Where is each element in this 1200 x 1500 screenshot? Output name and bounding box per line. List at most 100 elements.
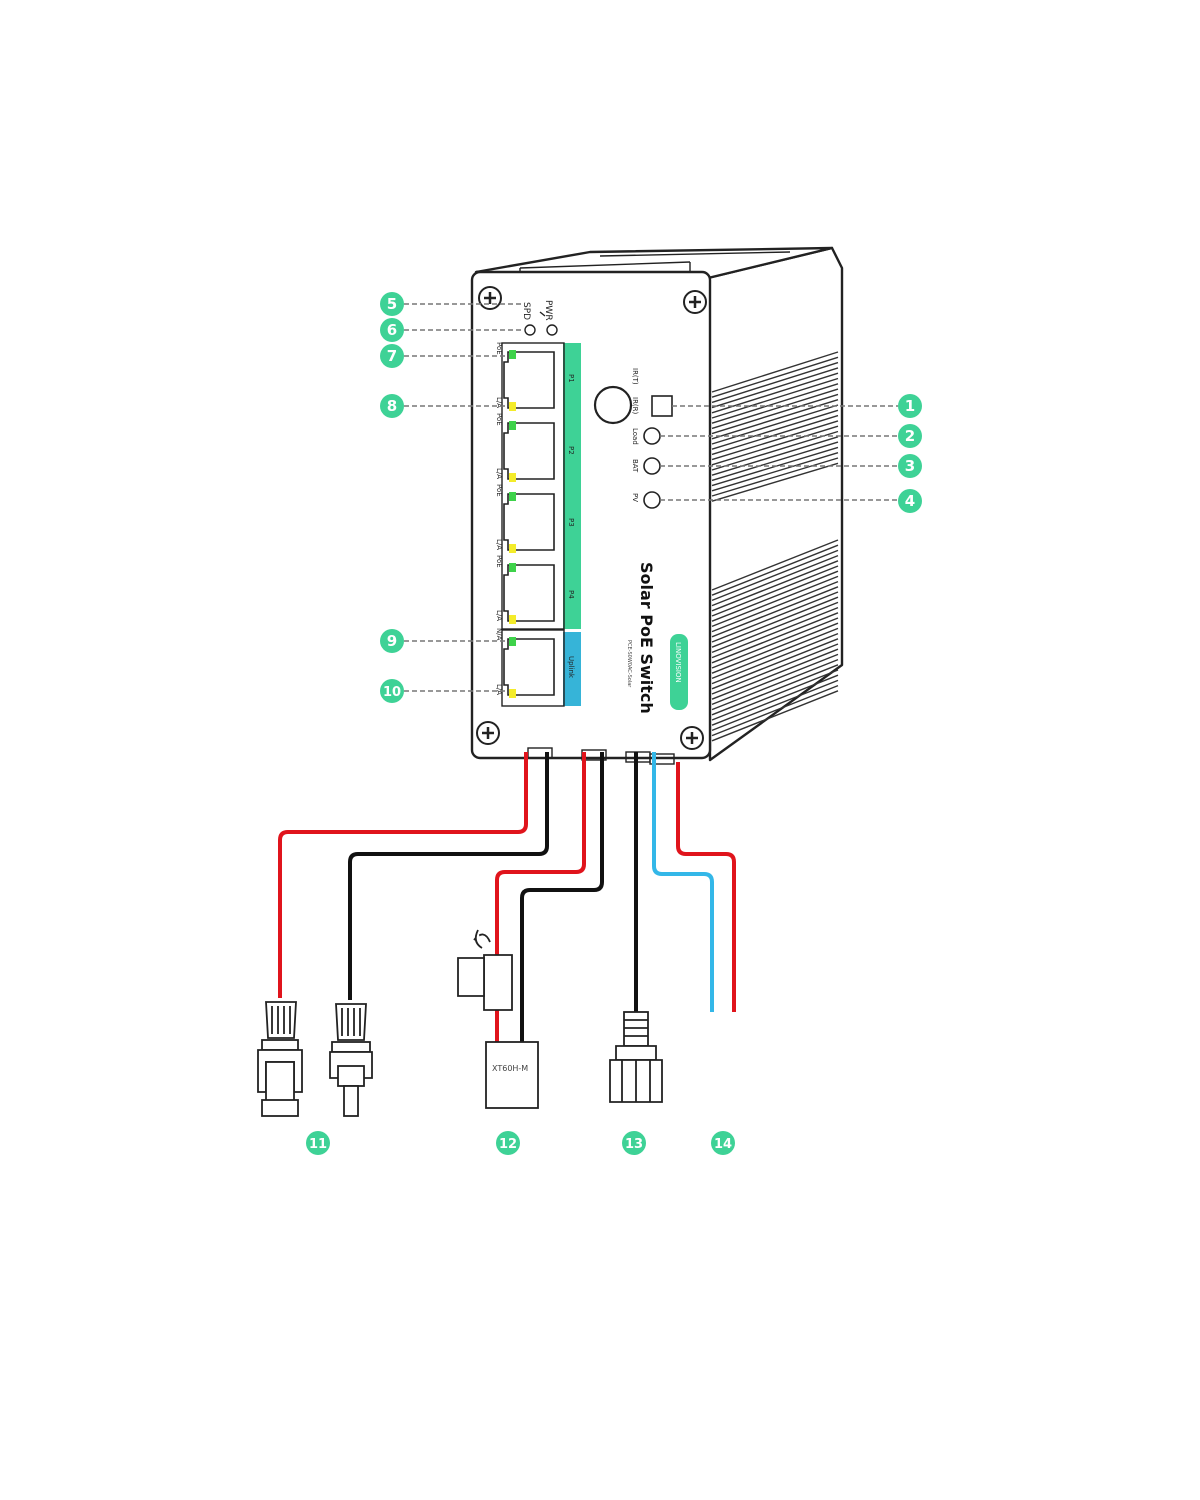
fin-line — [711, 356, 839, 398]
uplink-band — [563, 632, 581, 706]
cables — [278, 752, 736, 1042]
fin-line — [711, 648, 839, 700]
rj45-port — [503, 492, 555, 553]
fin-line — [711, 560, 839, 612]
fin-line — [711, 601, 839, 654]
fin-line — [711, 596, 839, 648]
fin-line — [711, 612, 839, 664]
load-label: Load — [631, 428, 639, 445]
fin-line — [711, 570, 839, 622]
fin-line — [711, 653, 839, 706]
fin-line — [711, 617, 839, 669]
cable-pv-positive — [278, 752, 528, 998]
screw — [476, 721, 500, 745]
brand-text: LINOVISION — [674, 642, 682, 683]
fin-line — [711, 383, 839, 424]
fin-line — [711, 367, 839, 409]
load-led — [643, 427, 661, 445]
fin-line — [711, 436, 839, 476]
rj45-port — [503, 563, 555, 624]
fin-line — [711, 622, 839, 674]
rj45-ports — [503, 350, 555, 698]
fin-line — [711, 632, 839, 685]
rj45-jack — [503, 564, 555, 622]
svg-text:7: 7 — [387, 347, 397, 365]
la-label: L/A — [495, 539, 503, 550]
ir-r-label: IR(R) — [631, 397, 639, 415]
rj45-jack — [503, 638, 555, 696]
la-label: L/A — [495, 610, 503, 621]
rj45-port — [503, 350, 555, 411]
mc4-connector-female — [257, 1001, 303, 1117]
fin-line — [711, 606, 839, 659]
fin-line — [711, 544, 839, 596]
device-body: PWR SPD Uplink P1 P2 P3 P4 PoE L/A PoE L… — [470, 246, 844, 765]
poe-label: PoE — [495, 413, 503, 426]
fin-line — [711, 539, 839, 591]
callout-7: 7 — [380, 344, 404, 368]
poe-led — [509, 421, 516, 430]
cable-pv-negative — [348, 752, 549, 1000]
fin-line — [711, 377, 839, 419]
rj45-port — [503, 421, 555, 482]
pv-label: PV — [631, 493, 639, 502]
screw — [683, 290, 707, 314]
fin-line — [711, 549, 839, 602]
callout-11: 11 — [306, 1131, 330, 1155]
fin-line — [711, 420, 839, 461]
svg-text:13: 13 — [625, 1137, 643, 1152]
fin-line — [711, 679, 839, 732]
poe-led — [509, 563, 516, 572]
svg-text:2: 2 — [905, 427, 915, 445]
cable-load-positive — [676, 762, 736, 1012]
fin-line — [711, 674, 839, 726]
callout-8: 8 — [380, 394, 404, 418]
svg-text:8: 8 — [387, 397, 397, 415]
poe-label: PoE — [495, 484, 503, 497]
xt60-label: XT60H-M — [492, 1064, 528, 1073]
ir-receiver — [651, 395, 673, 417]
svg-text:14: 14 — [714, 1137, 732, 1152]
spd-label: SPD — [521, 302, 531, 320]
callout-2: 2 — [898, 424, 922, 448]
pv-led — [643, 491, 661, 509]
cable-load-negative — [652, 752, 714, 1012]
fin-line — [711, 664, 839, 716]
fin-line — [711, 643, 839, 695]
fin-line — [711, 430, 839, 471]
svg-text:6: 6 — [387, 321, 397, 339]
mc4-connector-male — [329, 1003, 373, 1117]
ports-band — [563, 343, 581, 629]
fin-line — [711, 425, 839, 466]
fin-line — [711, 452, 839, 492]
la-label: L/A — [495, 468, 503, 479]
fin-line — [711, 586, 839, 638]
device-model: PCE-S0W0AC-Solar — [626, 640, 632, 688]
svg-text:4: 4 — [905, 492, 915, 510]
ir-t-label: IR(T) — [631, 368, 639, 385]
screw — [478, 286, 502, 310]
port-label-p2: P2 — [567, 446, 575, 455]
cable-battery-positive — [495, 752, 586, 955]
rj45-jack — [503, 422, 555, 480]
fin-line — [711, 669, 839, 721]
fin-line — [711, 658, 839, 711]
fin-line — [711, 409, 839, 450]
leader-lines — [404, 303, 898, 692]
ir-transmitter-knob — [593, 385, 633, 425]
poe-led — [509, 492, 516, 501]
poe-label: PoE — [495, 342, 503, 355]
svg-text:11: 11 — [309, 1137, 327, 1152]
callout-6: 6 — [380, 318, 404, 342]
fin-line — [711, 690, 839, 742]
la-label: L/A — [495, 684, 503, 695]
fuse-holder — [457, 929, 513, 1011]
pwr-led — [546, 324, 558, 336]
callout-5: 5 — [380, 292, 404, 316]
fin-line — [711, 684, 839, 737]
link-activity-led — [509, 473, 516, 482]
callout-1: 1 — [898, 394, 922, 418]
port-label-p4: P4 — [567, 590, 575, 599]
spd-led — [524, 324, 536, 336]
